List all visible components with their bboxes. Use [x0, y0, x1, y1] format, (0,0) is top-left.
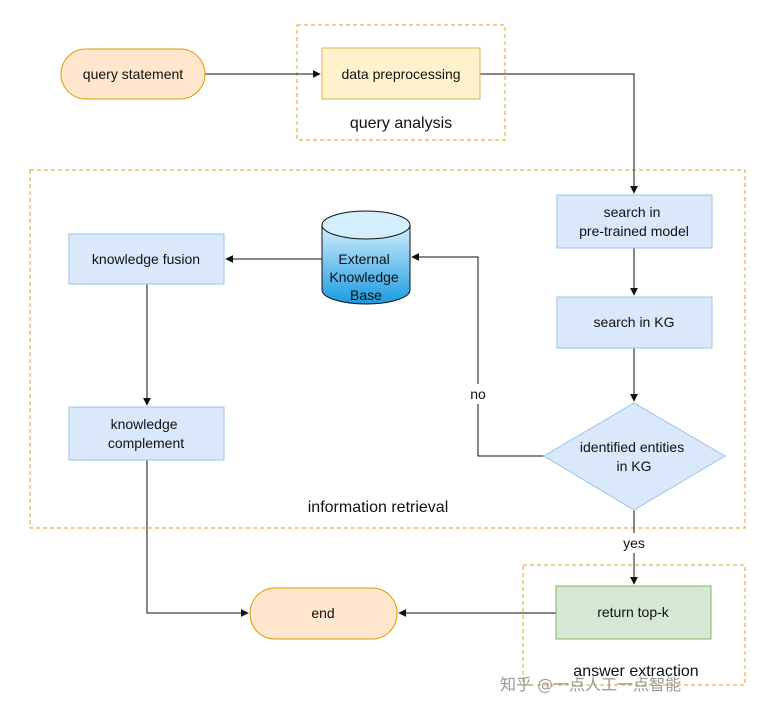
- node-identified-entities: [543, 402, 726, 511]
- node-identified-line1: identified entities: [580, 439, 684, 455]
- node-end: [249, 587, 398, 640]
- group-answer-extraction-label: answer extraction: [573, 663, 698, 680]
- watermark: 知乎 @一点人工一点智能: [500, 675, 681, 694]
- edge-label-no-bg: [466, 384, 490, 404]
- group-query-analysis-label: query analysis: [350, 115, 452, 132]
- group-information-retrieval: [29, 169, 746, 529]
- group-information-retrieval-label: information retrieval: [308, 499, 449, 516]
- node-knowledge-complement-line2: complement: [108, 435, 184, 451]
- node-knowledge-fusion-label: knowledge fusion: [92, 251, 200, 267]
- node-search-pretrained-line2: pre-trained model: [579, 223, 689, 239]
- node-query-statement-label: query statement: [83, 66, 183, 82]
- node-knowledge-fusion: [68, 233, 225, 285]
- edge-label-yes-bg: [618, 533, 652, 553]
- node-search-pretrained-line1: search in: [604, 204, 661, 220]
- node-external-kb-label: External Knowledge Base: [329, 251, 402, 303]
- node-external-knowledge-base: External Knowledge Base: [321, 210, 411, 305]
- node-search-pretrained-model-label: search in pre-trained model: [579, 204, 689, 239]
- edge-label-yes: yes: [623, 535, 645, 551]
- node-knowledge-complement: [68, 406, 225, 461]
- node-data-preprocessing-label: data preprocessing: [341, 66, 460, 82]
- node-knowledge-complement-line1: knowledge: [111, 416, 178, 432]
- node-identified-line2: in KG: [616, 458, 651, 474]
- node-query-statement: [60, 48, 206, 100]
- database-cylinder-icon: [321, 225, 411, 305]
- node-end-label: end: [311, 605, 334, 621]
- node-return-top-k-label: return top-k: [597, 604, 670, 620]
- edge-label-no: no: [470, 386, 486, 402]
- node-external-kb-line2: Knowledge: [329, 269, 398, 285]
- edge-preprocessing-to-pretrained: [480, 73, 638, 194]
- group-answer-extraction: [522, 564, 746, 686]
- node-external-kb-line1: External: [338, 251, 389, 267]
- node-knowledge-complement-label: knowledge complement: [108, 416, 184, 451]
- edge-complement-to-end: [146, 460, 249, 617]
- node-external-kb-line3: Base: [350, 287, 382, 303]
- node-identified-entities-label: identified entities in KG: [580, 439, 688, 474]
- edge-identified-no-to-kb: [411, 253, 544, 457]
- edges: [143, 70, 638, 617]
- node-data-preprocessing: [321, 47, 481, 100]
- node-search-in-kg: [556, 296, 713, 349]
- node-search-pretrained-model: [556, 194, 713, 249]
- group-query-analysis: [296, 24, 506, 141]
- node-search-in-kg-label: search in KG: [594, 314, 675, 330]
- node-return-top-k: [555, 585, 712, 640]
